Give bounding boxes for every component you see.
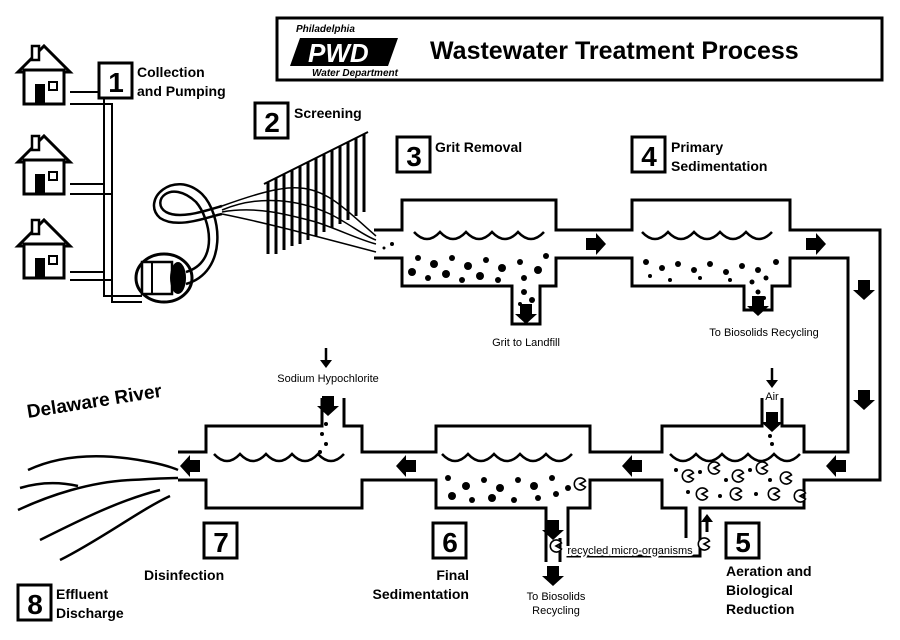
step-2: 2 Screening: [253, 101, 362, 140]
step-label: Disinfection: [144, 567, 224, 583]
pump-icon: [134, 252, 194, 304]
house-icon: [16, 134, 72, 196]
step-6: 6 Final Sedimentation: [373, 521, 469, 602]
step-4: 4 Primary Sedimentation: [630, 135, 767, 174]
flow-arrow-icon: [853, 280, 875, 300]
upper-tanks-outline: [374, 198, 882, 482]
biosolids-final-label: To Biosolids: [527, 591, 586, 603]
step-label: and Pumping: [137, 83, 226, 99]
air-arrow: [761, 412, 783, 432]
river-label: Delaware River: [25, 381, 163, 423]
pwd-logo: Philadelphia PWD Water Department: [290, 24, 399, 79]
collection-pipes: [70, 91, 142, 303]
house-icon: [16, 218, 72, 280]
step-number: 7: [213, 527, 229, 558]
step-1: 1 Collection and Pumping: [97, 61, 226, 100]
step-5: 5 Aeration and Biological Reduction: [724, 521, 812, 617]
final-particles: [445, 475, 571, 503]
air-label: Air: [765, 391, 779, 403]
flow-arrow-icon: [180, 455, 200, 477]
recycle-up-arrow: [701, 514, 713, 532]
sodium-small-arrow: [320, 348, 332, 368]
step-number-box: [395, 135, 432, 174]
house-icon: [16, 44, 72, 106]
recycled-label: recycled micro-organisms: [567, 545, 693, 557]
delaware-river-icon: [17, 454, 179, 562]
step-7: 7 Disinfection: [144, 521, 239, 583]
step-label: Effluent: [56, 586, 108, 602]
step-number-box: [97, 61, 134, 100]
step-3: 3 Grit Removal: [395, 135, 522, 174]
logo-dept-text: Water Department: [312, 68, 399, 79]
grit-tank-water: [413, 230, 545, 241]
step-number-box: [630, 135, 667, 174]
primary-tank-water: [641, 230, 773, 241]
aeration-dots: [674, 434, 774, 498]
biosolids-final-label: Recycling: [532, 605, 580, 617]
step-label: Grit Removal: [435, 139, 522, 155]
step-label: Final: [436, 567, 469, 583]
step-label: Sedimentation: [671, 158, 767, 174]
air-small-arrow: [766, 368, 778, 388]
step-number: 3: [406, 141, 422, 172]
step-number-box: [253, 101, 290, 140]
step-label: Discharge: [56, 605, 124, 621]
step-number-box: [16, 583, 53, 622]
flow-arrow-icon: [806, 233, 826, 255]
step-label: Sedimentation: [373, 586, 469, 602]
step-label: Aeration and: [726, 563, 812, 579]
step-number-box: [202, 521, 239, 560]
step-number: 8: [27, 589, 43, 620]
biosolids-down-arrow: [542, 566, 564, 586]
step-number: 1: [108, 67, 124, 98]
step-number: 2: [264, 107, 280, 138]
logo-org-text: Philadelphia: [296, 24, 355, 35]
step-label: Primary: [671, 139, 723, 155]
step-8: 8 Effluent Discharge: [16, 583, 124, 622]
step-number-box: [431, 521, 468, 560]
screen-flow-lines: [221, 186, 377, 253]
step-label: Biological: [726, 582, 793, 598]
step-number: 4: [641, 141, 657, 172]
grit-particles: [382, 242, 549, 306]
flow-arrow-icon: [396, 455, 416, 477]
step-label: Collection: [137, 64, 205, 80]
pump-loop-pipe: [152, 182, 223, 286]
step-label: Reduction: [726, 601, 794, 617]
grit-down-arrow: [515, 304, 537, 324]
grit-landfill-label: Grit to Landfill: [492, 337, 560, 349]
lower-tanks-water: [213, 452, 801, 463]
primary-particles: [643, 259, 779, 300]
step-label: Screening: [294, 105, 362, 121]
biosolids-primary-label: To Biosolids Recycling: [709, 327, 818, 339]
flow-arrow-icon: [826, 455, 846, 477]
flow-arrow-icon: [586, 233, 606, 255]
flow-arrow-icon: [622, 455, 642, 477]
step-number: 6: [442, 527, 458, 558]
sodium-label: Sodium Hypochlorite: [277, 373, 379, 385]
page-title: Wastewater Treatment Process: [430, 37, 799, 65]
step-number-box: [724, 521, 761, 560]
flow-arrow-icon: [853, 390, 875, 410]
logo-mark-text: PWD: [308, 38, 369, 68]
chlorine-drops: [318, 422, 328, 454]
sodium-arrow: [317, 396, 339, 416]
step-number: 5: [735, 527, 751, 558]
